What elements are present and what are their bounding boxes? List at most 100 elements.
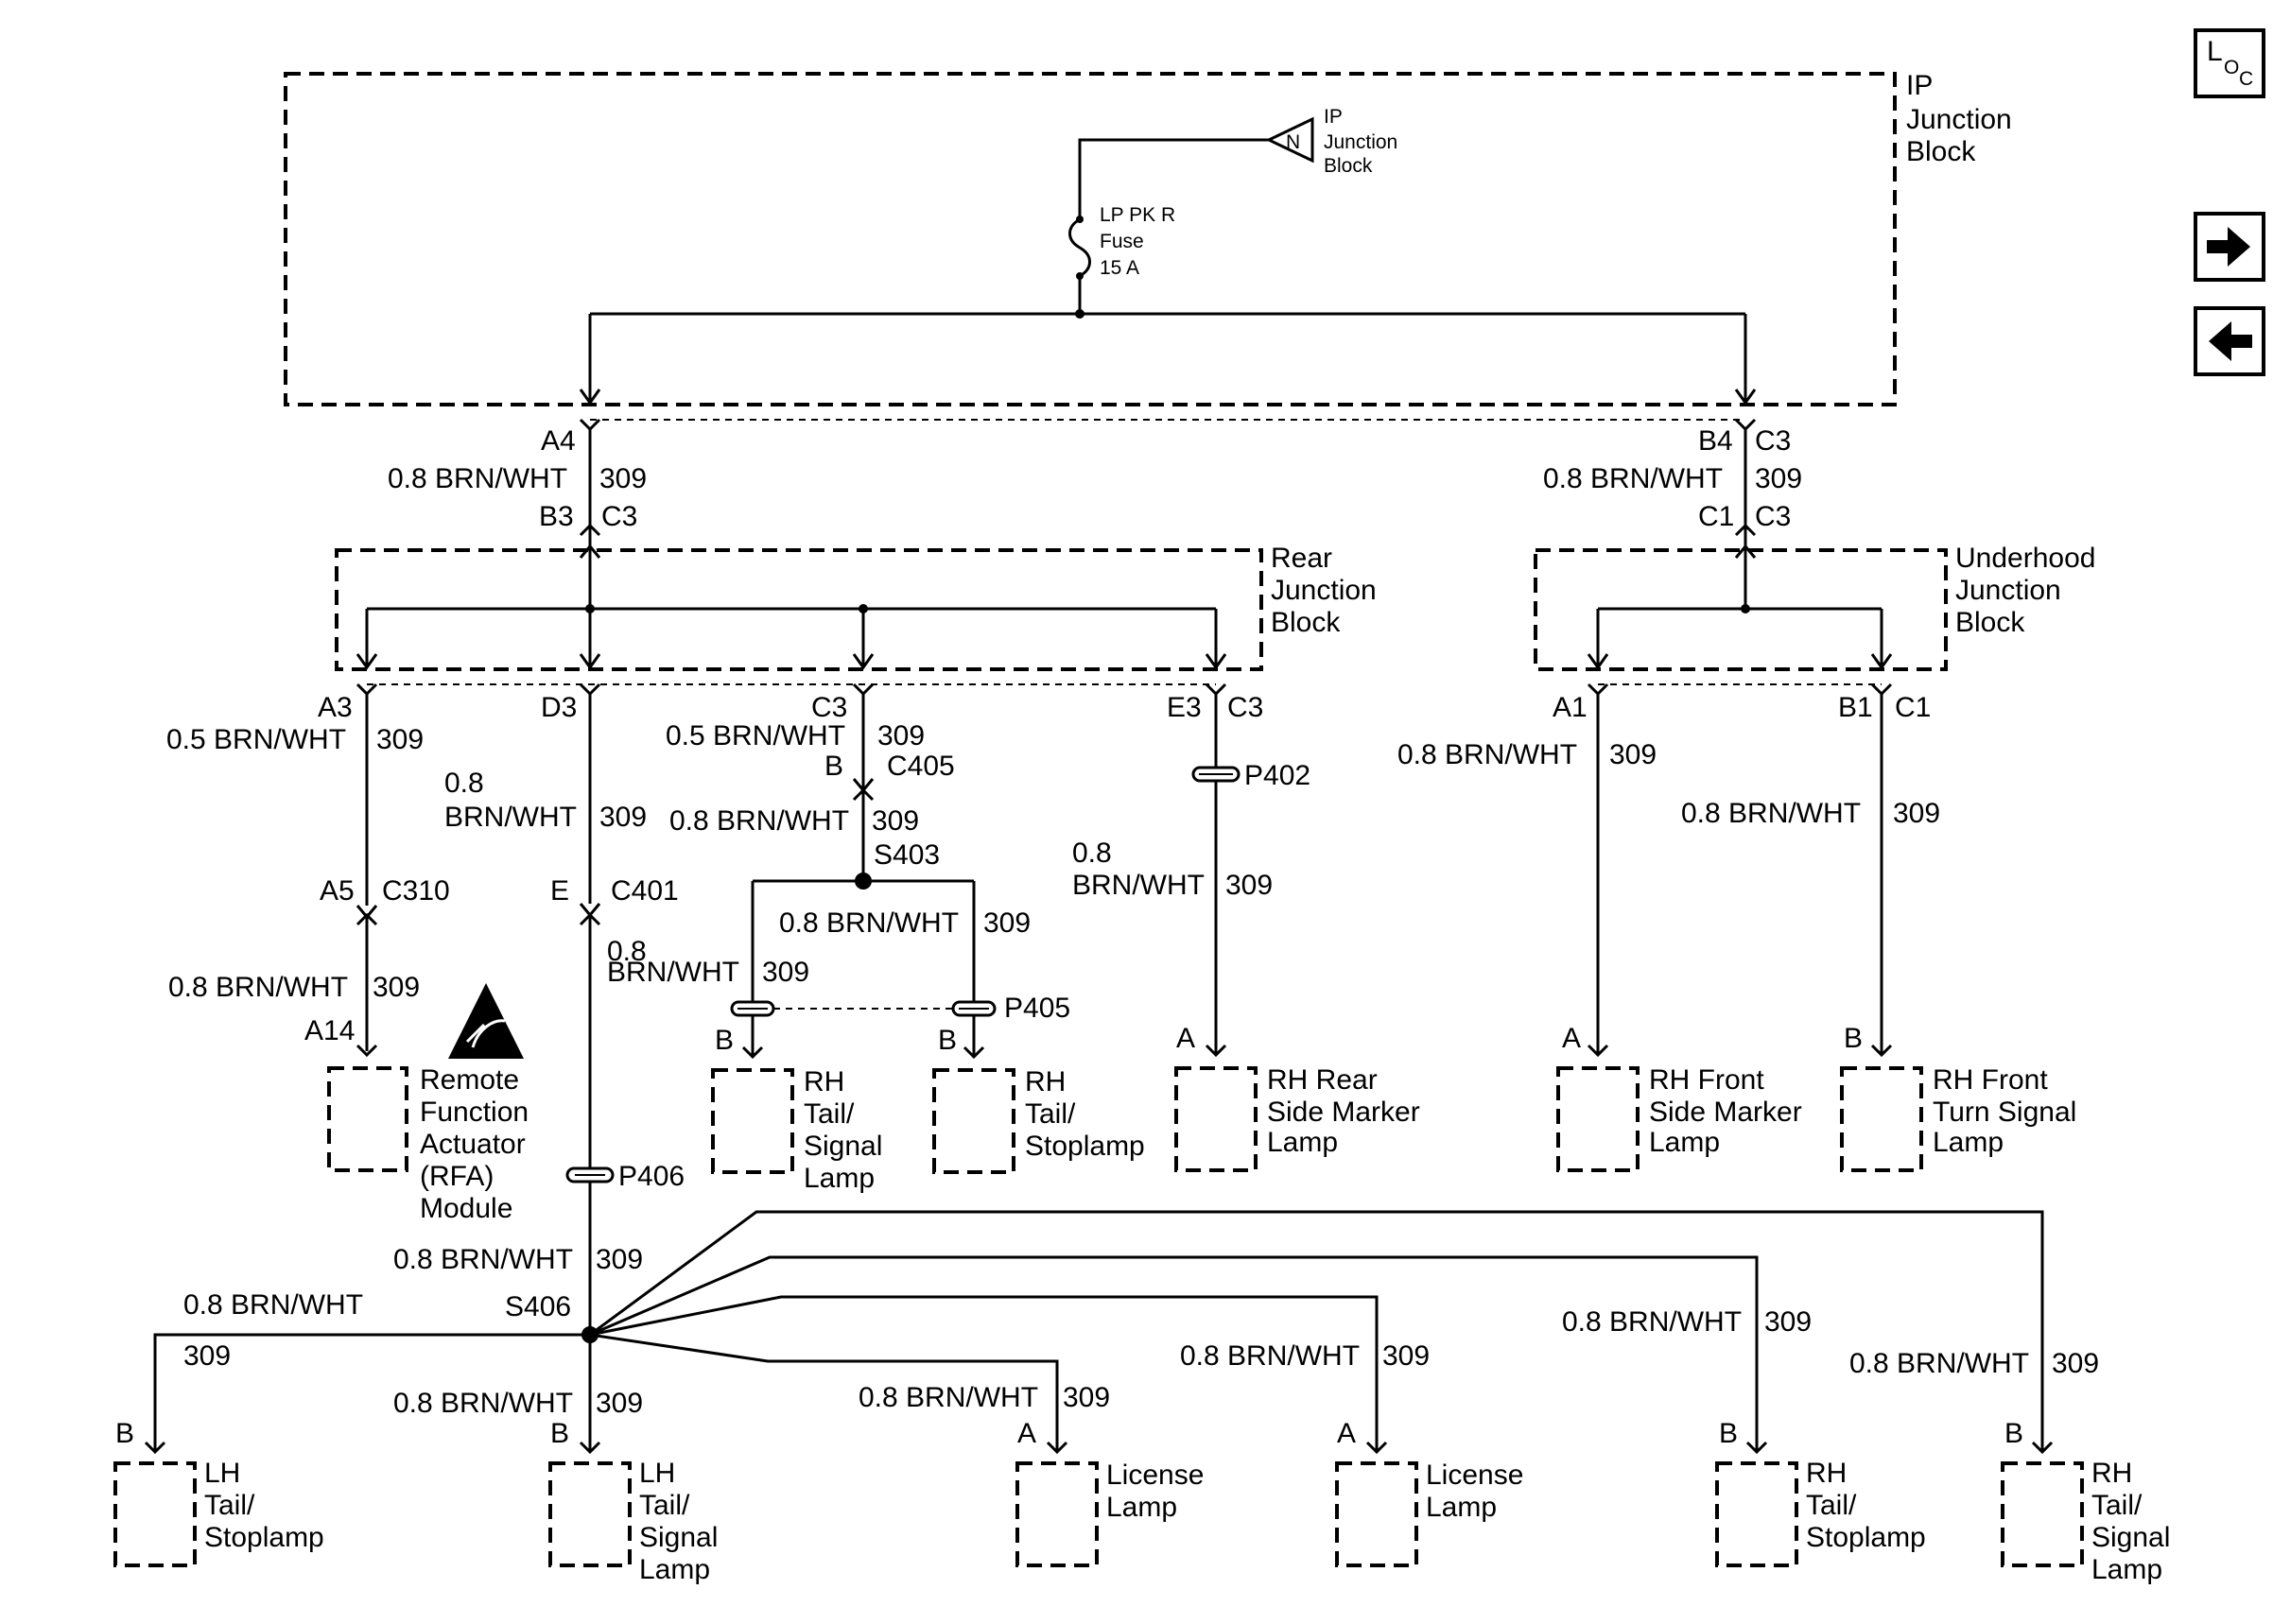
lamp-name-line: Lamp: [1933, 1127, 2004, 1158]
lamp-name-line: RH: [2091, 1458, 2132, 1489]
rfa-name-line: (RFA): [420, 1161, 494, 1192]
lamp-name-line: RH Front: [1649, 1064, 1764, 1096]
wire-color-label: 0.8 BRN/WHT: [393, 1244, 573, 1275]
lamp-name-line: LH: [204, 1458, 240, 1489]
splice-p402: P402: [1244, 760, 1310, 791]
wire-color-label: 0.8 BRN/WHT: [669, 805, 849, 837]
pin-a14: A14: [304, 1015, 355, 1046]
wire-color-label: 0.8 BRN/WHT: [859, 1382, 1038, 1413]
rear-junction-block-outline: [335, 548, 1263, 671]
lamp-name-line: Signal: [639, 1522, 718, 1553]
wire-color-label: 0.8 BRN/WHT: [183, 1289, 363, 1321]
pin-b: B: [1719, 1418, 1738, 1449]
p406-splice: [565, 1166, 615, 1183]
rfa-name-line: Function: [420, 1097, 529, 1128]
pin-b: B: [2004, 1418, 2023, 1449]
p402-splice: [1191, 766, 1241, 783]
circuit-number: 309: [872, 805, 919, 837]
connector-c3: C3: [1755, 425, 1791, 457]
rh-rear-side-marker-box: [1174, 1066, 1258, 1172]
pin-a4: A4: [541, 425, 576, 457]
circuit-number: 309: [1225, 870, 1273, 901]
wire-color-label: 0.8 BRN/WHT: [168, 972, 348, 1003]
p405-splice-left: [730, 1000, 775, 1017]
previous-page-button[interactable]: [2194, 306, 2265, 376]
lh-tail-stoplamp-box: [113, 1461, 197, 1567]
lamp-name-line: Side Marker: [1649, 1097, 1802, 1128]
rh-front-turn-signal-box: [1840, 1066, 1923, 1172]
rh-front-turn-signal-label: RH Front Turn Signal Lamp: [1933, 1064, 2076, 1158]
rh-tail-stoplamp-bottom-label: RH Tail/ Stoplamp: [1806, 1458, 1926, 1553]
wire-color-label: 0.8 BRN/WHT: [1681, 798, 1861, 829]
circuit-number: 309: [599, 463, 647, 494]
ip-block-name-line: Junction: [1906, 104, 2012, 135]
fuse-rating: 15 A: [1100, 257, 1139, 279]
pin-a1: A1: [1553, 692, 1588, 723]
pin-a: A: [1562, 1023, 1581, 1054]
wire-color-label: BRN/WHT: [607, 957, 739, 988]
wire-gauge-label: 0.8: [444, 768, 484, 799]
arrow-left-icon: [2209, 321, 2252, 361]
lamp-name-line: RH Front: [1933, 1064, 2048, 1096]
lamp-name-line: Lamp: [1649, 1127, 1720, 1158]
reference-line: Block: [1324, 155, 1373, 177]
pin-b: B: [1844, 1023, 1863, 1054]
next-page-button[interactable]: [2194, 212, 2265, 282]
lamp-name-line: Lamp: [1267, 1127, 1338, 1158]
underhood-junction-block-outline: [1534, 548, 1948, 671]
rear-block-name-line: Junction: [1271, 575, 1377, 606]
pin-c3: C3: [811, 692, 847, 723]
circuit-number: 309: [183, 1340, 231, 1372]
circuit-number: 309: [762, 957, 809, 988]
reference-letter: N: [1286, 131, 1300, 153]
circuit-number: 309: [599, 802, 647, 833]
underhood-block-name-line: Junction: [1955, 575, 2061, 606]
connector-c3: C3: [601, 501, 637, 532]
wire-color-label: 0.8 BRN/WHT: [1562, 1306, 1742, 1338]
pin-e3: E3: [1167, 692, 1202, 723]
rh-tail-stoplamp-bottom-box: [1715, 1461, 1798, 1567]
loc-letter-l: L: [2207, 36, 2223, 67]
license-lamp-2-box: [1335, 1461, 1418, 1567]
wire-color-label: 0.8 BRN/WHT: [393, 1388, 573, 1419]
pin-a: A: [1176, 1023, 1195, 1054]
lamp-name-line: Turn Signal: [1933, 1097, 2076, 1128]
underhood-junction-block-label: Underhood Junction Block: [1955, 543, 2095, 638]
p405-splice-right: [951, 1000, 997, 1017]
license-lamp-2-label: License Lamp: [1426, 1460, 1523, 1523]
circuit-number: 309: [373, 972, 420, 1003]
wire-gauge-label: 0.8: [1072, 838, 1112, 869]
underhood-block-name-line: Block: [1955, 607, 2025, 638]
lamp-name-line: RH Rear: [1267, 1064, 1378, 1096]
wire-color-label: 0.8 BRN/WHT: [779, 907, 959, 939]
location-button[interactable]: L O C: [2194, 28, 2265, 98]
lamp-name-line: Lamp: [1106, 1492, 1177, 1523]
circuit-number: 309: [1755, 463, 1802, 494]
rh-tail-signal-lamp-label: RH Tail/ Signal Lamp: [804, 1066, 882, 1194]
lamp-name-line: Lamp: [639, 1554, 710, 1585]
connector-c310: C310: [382, 875, 450, 907]
rh-tail-signal-bottom-label: RH Tail/ Signal Lamp: [2091, 1458, 2170, 1585]
wire-color-label: 0.5 BRN/WHT: [666, 720, 845, 752]
rear-junction-block-label: Rear Junction Block: [1271, 543, 1377, 638]
pin-b4: B4: [1698, 425, 1733, 457]
fuse-symbol: LP PK R Fuse 15 A: [1068, 204, 1175, 280]
lamp-name-line: License: [1426, 1460, 1523, 1491]
lh-tail-stoplamp-label: LH Tail/ Stoplamp: [204, 1458, 324, 1553]
lamp-name-line: RH: [1025, 1066, 1066, 1097]
wire-color-label: 0.8 BRN/WHT: [1180, 1340, 1360, 1372]
splice-p406: P406: [618, 1161, 685, 1192]
lamp-name-line: LH: [639, 1458, 675, 1489]
pin-b1: B1: [1838, 692, 1873, 723]
connector-c3: C3: [1227, 692, 1263, 723]
connector-c1: C1: [1895, 692, 1931, 723]
lamp-name-line: Signal: [804, 1131, 882, 1162]
rh-rear-side-marker-label: RH Rear Side Marker Lamp: [1267, 1064, 1420, 1158]
circuit-number: 309: [1063, 1382, 1110, 1413]
lamp-name-line: Tail/: [1025, 1098, 1076, 1130]
license-lamp-1-label: License Lamp: [1106, 1460, 1204, 1523]
esd-warning-icon: [448, 983, 524, 1059]
reference-line: Junction: [1324, 131, 1397, 153]
arrow-right-icon: [2207, 227, 2250, 267]
splice-s406: S406: [505, 1291, 571, 1322]
